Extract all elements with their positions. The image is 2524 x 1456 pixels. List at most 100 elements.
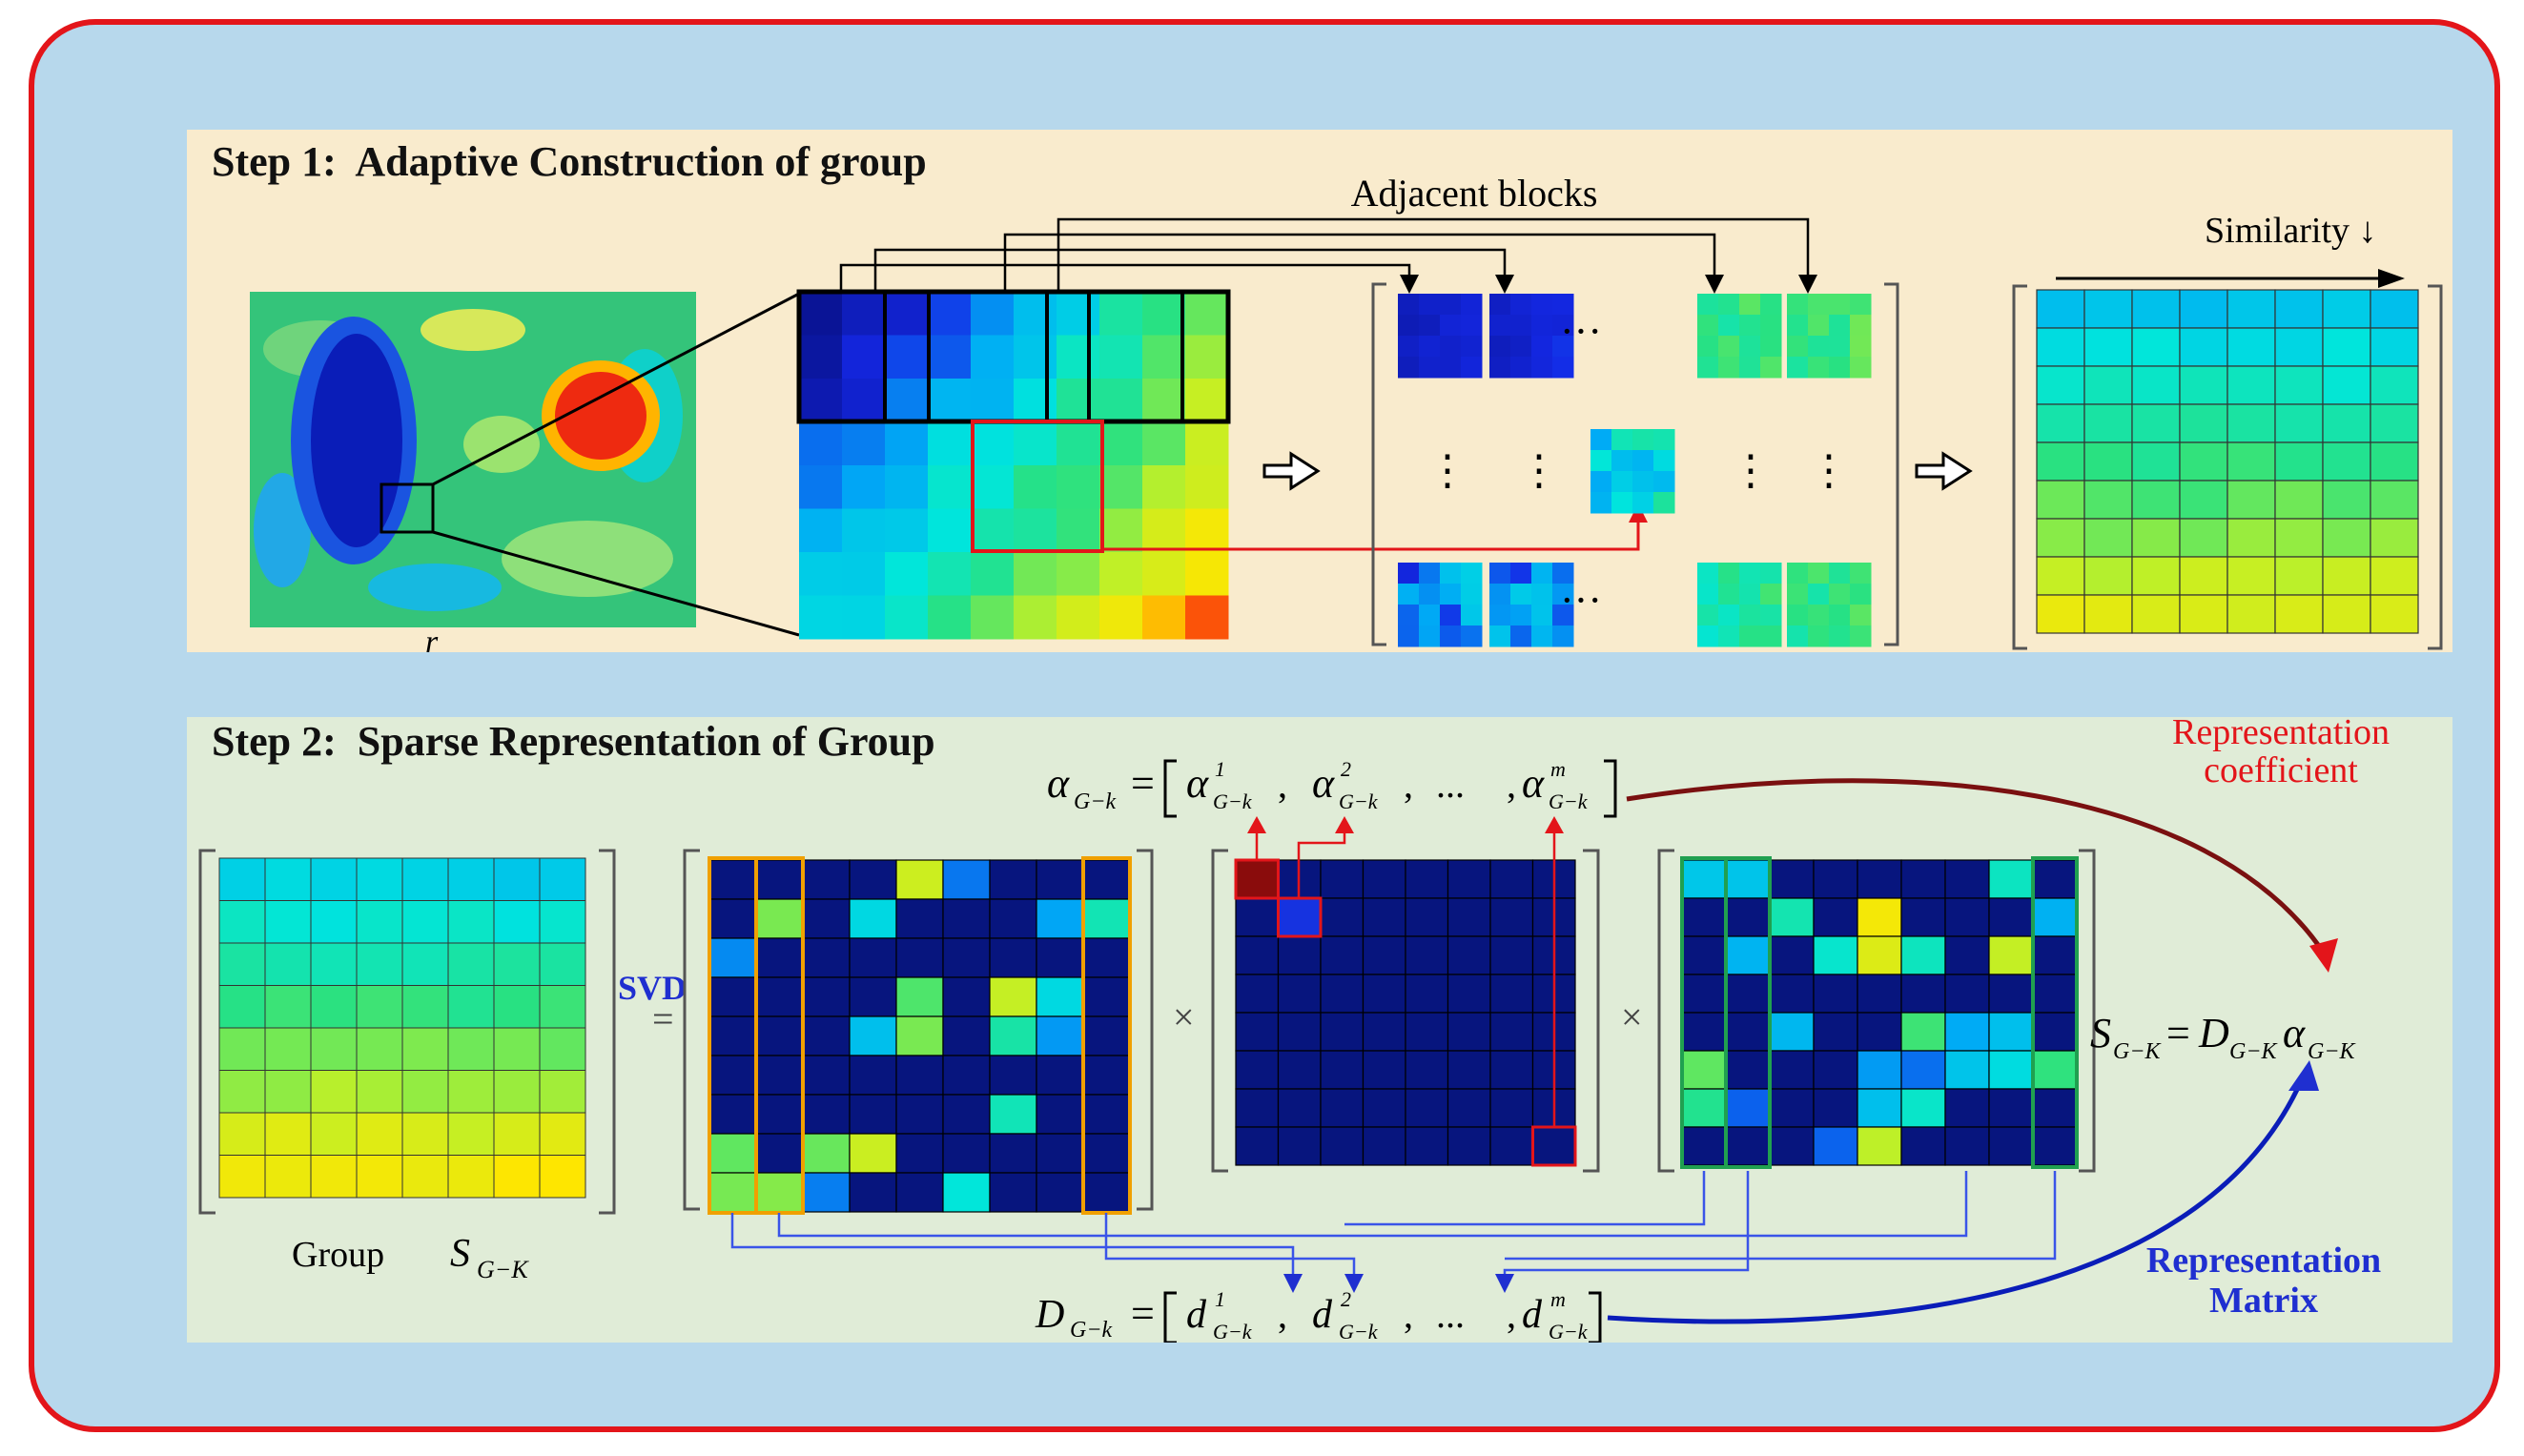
- coef-cell: [1362, 935, 1406, 975]
- block-cell: [1787, 315, 1809, 337]
- zoom-cell: [1099, 379, 1143, 422]
- equation-term: α: [1312, 760, 1335, 807]
- zoom-cell: [1014, 465, 1057, 509]
- zoom-cell: [842, 292, 886, 336]
- block-cell: [1787, 357, 1809, 379]
- sim-cell: [2179, 441, 2228, 482]
- coef-cell: [1362, 1088, 1406, 1128]
- zoom-line-top: [432, 292, 800, 486]
- coef-cell: [1235, 1012, 1280, 1052]
- block-cell: [1590, 450, 1612, 472]
- block-cell: [1697, 563, 1719, 584]
- group-cell: [401, 900, 449, 944]
- block-cell: [1611, 429, 1633, 451]
- rep-matrix-line2: Matrix: [2209, 1281, 2318, 1321]
- group-cell: [447, 942, 495, 986]
- v-cell: [1944, 1126, 1990, 1166]
- sim-cell: [2179, 556, 2228, 596]
- dict-cell: [802, 1172, 851, 1213]
- sim-cell: [2083, 365, 2133, 405]
- block-cell: [1850, 584, 1872, 605]
- group-cell: [310, 1070, 358, 1114]
- sim-cell: [2036, 365, 2085, 405]
- block-cell: [1419, 625, 1441, 647]
- group-cell: [447, 1027, 495, 1071]
- step1-diagram: r Adjacent blocks: [250, 172, 2443, 652]
- group-cell: [447, 1070, 495, 1114]
- zoom-cell: [885, 508, 929, 553]
- zoom-cell: [971, 335, 1015, 379]
- implies-arrow-1: [1262, 451, 1321, 491]
- sim-cell: [2370, 403, 2419, 443]
- sim-cell: [2083, 289, 2133, 329]
- block-cell: [1850, 336, 1872, 358]
- block-cell: [1760, 605, 1782, 626]
- group-cell: [218, 857, 266, 901]
- v-cell: [1681, 1012, 1727, 1052]
- dict-cell: [708, 1172, 757, 1213]
- v-cell: [2032, 935, 2078, 975]
- d-eq-equals: =: [1131, 1290, 1155, 1337]
- group-cell: [310, 857, 358, 901]
- dict-cell: [1082, 859, 1131, 900]
- group-cell: [218, 1155, 266, 1199]
- matrix-curve-arrow: [1607, 1077, 2305, 1324]
- block-cell: [1510, 625, 1532, 647]
- block-cell: [1850, 315, 1872, 337]
- block-cell: [1653, 492, 1675, 514]
- coef-cell: [1277, 935, 1322, 975]
- final-alpha-sub: G−K: [2308, 1039, 2357, 1064]
- dict-cell: [989, 859, 1037, 900]
- block-cell: [1590, 471, 1612, 493]
- dict-cell: [802, 859, 851, 900]
- dict-cell: [895, 1172, 944, 1213]
- zoom-cell: [1099, 335, 1143, 379]
- block-cell: [1718, 584, 1740, 605]
- v-cell: [1900, 897, 1946, 937]
- coef-cell: [1489, 974, 1534, 1014]
- coef-cell: [1277, 974, 1322, 1014]
- zoom-cell: [971, 292, 1015, 336]
- group-cell: [356, 1070, 403, 1114]
- sim-cell: [2131, 403, 2181, 443]
- ellipsis-bottom: ···: [1560, 577, 1602, 624]
- block-cell: [1653, 471, 1675, 493]
- zoom-cell: [928, 292, 972, 336]
- sim-cell: [2322, 365, 2371, 405]
- block-cell: [1489, 315, 1511, 337]
- v-cell: [1988, 897, 2034, 937]
- block-cell: [1739, 315, 1761, 337]
- zoom-cell: [1099, 508, 1143, 553]
- dict-cell: [708, 1094, 757, 1135]
- coef-cell: [1489, 1126, 1534, 1166]
- group-cell: [539, 942, 586, 986]
- axis-letter: r: [425, 625, 439, 652]
- times-sign-1: ×: [1173, 995, 1195, 1038]
- equation-term: α: [1186, 760, 1209, 807]
- sim-cell: [2322, 594, 2371, 634]
- coef-cell: [1447, 1012, 1491, 1052]
- block-cell: [1829, 605, 1851, 626]
- block-cell: [1461, 605, 1483, 626]
- sim-cell: [2083, 441, 2133, 482]
- coef-cell: [1489, 1050, 1534, 1090]
- sim-cell: [2226, 594, 2276, 634]
- zoom-cell: [1057, 595, 1100, 640]
- dict-cell: [755, 1094, 804, 1135]
- v-cell: [1769, 1088, 1815, 1128]
- coef-curve-arrow: [1626, 778, 2326, 954]
- block-cell: [1829, 563, 1851, 584]
- v-cell: [1681, 935, 1727, 975]
- block-cell: [1760, 315, 1782, 337]
- dict-cell: [895, 859, 944, 900]
- block-cell: [1419, 294, 1441, 316]
- group-cell: [356, 1155, 403, 1199]
- group-cell: [401, 985, 449, 1029]
- block-cell: [1398, 625, 1420, 647]
- dict-cell: [989, 1015, 1037, 1056]
- zoom-cell: [1057, 508, 1100, 553]
- dict-cell: [755, 898, 804, 939]
- group-cell: [539, 1155, 586, 1199]
- zoom-cell: [1057, 379, 1100, 422]
- coef-cell: [1489, 859, 1534, 899]
